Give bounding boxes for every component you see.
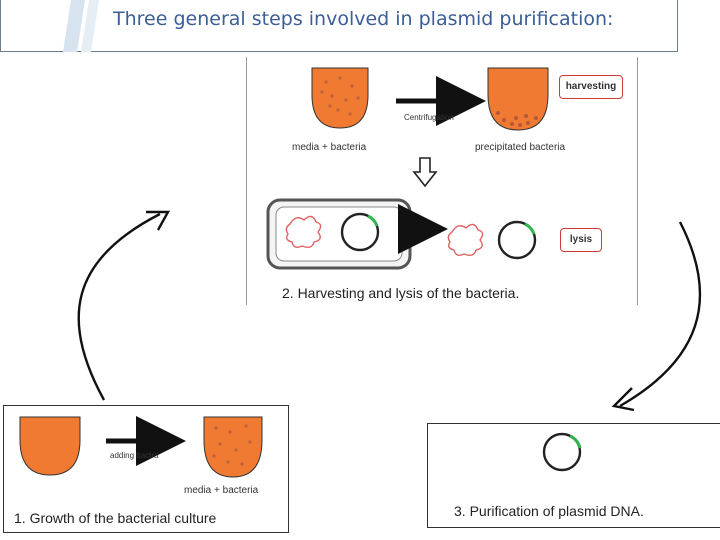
purified-plasmid-icon — [542, 432, 582, 472]
step1-caption: 1. Growth of the bacterial culture — [14, 510, 217, 526]
released-chromosomal-dna-icon — [447, 223, 484, 257]
released-plasmid-icon — [497, 220, 537, 260]
adding-bacteria-label: adding bactra — [110, 451, 159, 460]
centrifugation-label: Centrifugation — [404, 113, 454, 122]
step3-caption: 3. Purification of plasmid DNA. — [454, 503, 644, 519]
tube-media-step1 — [19, 416, 81, 476]
tube-media-bacteria-step1 — [203, 416, 263, 478]
step3-panel — [427, 423, 720, 528]
down-arrow-outline-icon — [412, 157, 438, 188]
harvesting-tag: harvesting — [559, 75, 623, 99]
flow-arrow-step1-to-step2 — [77, 212, 161, 401]
page-title: Three general steps involved in plasmid … — [113, 8, 614, 30]
tube1-label: media + bacteria — [292, 142, 367, 153]
tube2-label: precipitated bacteria — [475, 142, 566, 153]
title-stripes-decoration — [63, 0, 99, 52]
title-bar: Three general steps involved in plasmid … — [0, 0, 678, 52]
flow-arrow-step2-to-step3 — [619, 221, 702, 408]
tube-media-bacteria-top — [311, 67, 369, 129]
plasmid-icon — [340, 212, 380, 252]
tube-precipitated-bacteria — [487, 67, 549, 131]
lysis-tag: lysis — [560, 228, 602, 252]
chromosomal-dna-icon — [285, 215, 322, 249]
step1-tube-label: media + bacteria — [184, 485, 259, 496]
step2-caption: 2. Harvesting and lysis of the bacteria. — [282, 285, 520, 301]
